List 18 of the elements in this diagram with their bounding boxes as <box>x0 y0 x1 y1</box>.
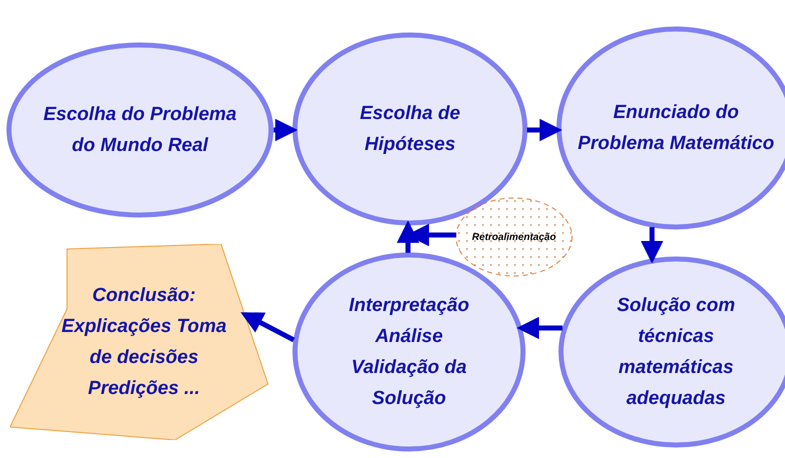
stage-label: Solução com técnicas matemáticas adequadas <box>616 294 736 411</box>
feedback-label: Retroalimentação <box>471 230 557 244</box>
arrow <box>516 316 563 340</box>
stage-label: Conclusão: <box>91 284 197 308</box>
stage-label: Enunciado do Problema Matemático <box>576 101 776 156</box>
arrow <box>527 118 562 142</box>
stage-label: Escolha do Problema do Mundo Real <box>42 103 238 158</box>
stage-details: Explicações Toma de decisões Predições ... <box>60 315 228 401</box>
dotted-ellipse <box>455 197 573 277</box>
stage-label: Escolha de Hipóteses <box>358 102 462 157</box>
stage-ellipse <box>6 42 274 218</box>
arrow <box>274 118 298 142</box>
stage-label: Interpretação Análise Validação da Solução <box>348 294 470 411</box>
stage-ellipse <box>292 252 526 452</box>
arrow <box>396 220 420 253</box>
arrow <box>640 227 664 264</box>
stage-ellipse <box>292 32 528 226</box>
arrow <box>240 312 295 342</box>
